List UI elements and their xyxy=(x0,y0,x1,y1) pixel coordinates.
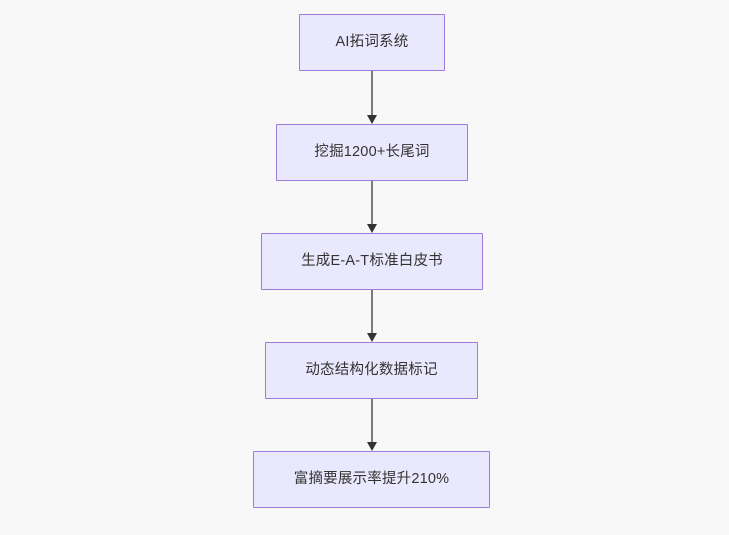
arrowhead-icon xyxy=(367,115,377,124)
flow-node-mine-longtail-keywords[interactable]: 挖掘1200+长尾词 xyxy=(276,124,468,181)
flow-node-label: 富摘要展示率提升210% xyxy=(293,470,450,487)
edge-line xyxy=(371,399,373,442)
flow-node-label: 生成E-A-T标准白皮书 xyxy=(301,252,443,269)
flow-node-label: AI拓词系统 xyxy=(335,33,409,50)
flow-node-generate-eat-whitepaper[interactable]: 生成E-A-T标准白皮书 xyxy=(261,233,483,290)
flow-node-dynamic-structured-data-markup[interactable]: 动态结构化数据标记 xyxy=(265,342,478,399)
edge-line xyxy=(371,71,373,115)
arrowhead-icon xyxy=(367,442,377,451)
flow-node-label: 挖掘1200+长尾词 xyxy=(314,143,430,160)
arrowhead-icon xyxy=(367,333,377,342)
edge-line xyxy=(371,290,373,333)
flow-node-rich-snippet-impression-lift[interactable]: 富摘要展示率提升210% xyxy=(253,451,490,508)
flow-node-ai-keyword-system[interactable]: AI拓词系统 xyxy=(299,14,445,71)
flow-node-label: 动态结构化数据标记 xyxy=(305,361,438,378)
arrowhead-icon xyxy=(367,224,377,233)
edge-line xyxy=(371,181,373,224)
